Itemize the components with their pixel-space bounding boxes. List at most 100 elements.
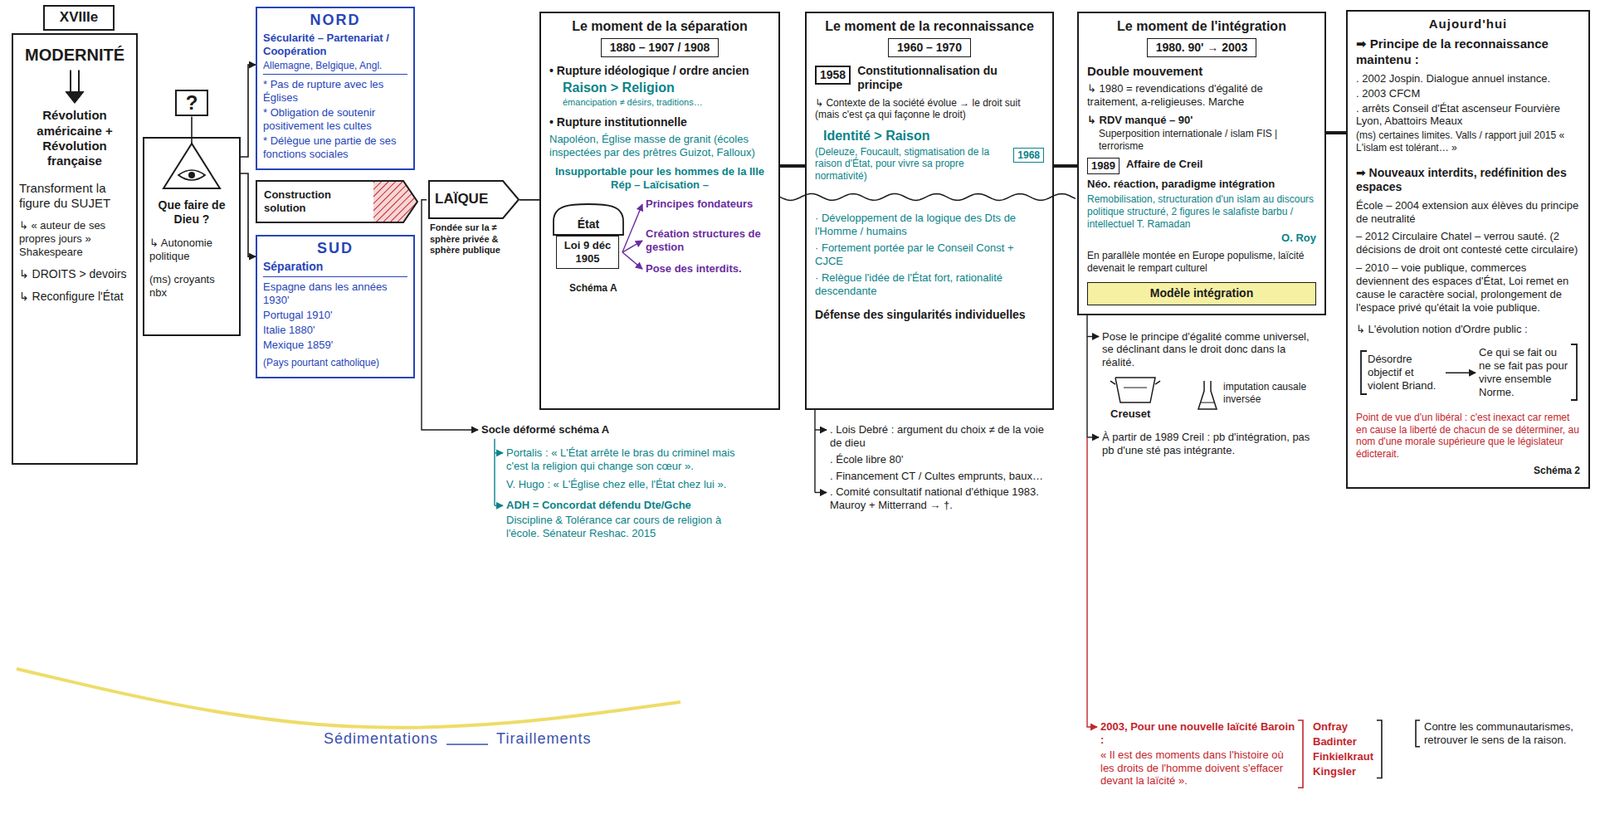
node-text: Le moment de la séparation [549, 18, 771, 35]
connector [240, 173, 256, 257]
node-text: émancipation ≠ désirs, traditions… [562, 97, 771, 108]
node-text: Raison > Religion [562, 79, 771, 97]
node-text: 1960 – 1970 [887, 38, 971, 58]
node-text: (ms) certaines limites. Valls / rapport … [1356, 129, 1581, 154]
question-panel: Que faire de Dieu ? ↳ Autonomie politique… [142, 136, 241, 337]
node-text: ↳ L'évolution notion d'Ordre public : [1356, 322, 1581, 337]
node-text: Napoléon, Église masse de granit (écoles… [549, 132, 771, 160]
node-text: Portugal 1910' [263, 308, 408, 322]
node-text: (Pays pourtant catholique) [263, 356, 408, 370]
node-text: 1989 [1091, 159, 1116, 173]
leader-line [494, 505, 503, 507]
note-label: Sédimentations [323, 730, 439, 749]
node-text: Remobilisation, structuration d'un islam… [1087, 193, 1317, 230]
node-text: (ms) croyants nbx [149, 273, 235, 300]
node-text: NORD [263, 11, 408, 30]
pot-drawing [1155, 380, 1161, 385]
pot-drawing [1123, 387, 1147, 389]
node-text: ↳ Contexte de la société évolue → le dro… [814, 97, 1044, 122]
node-text: Mexique 1859' [263, 338, 408, 352]
node-text: · Développement de la logique des Dts de… [814, 211, 1044, 239]
leader-line [493, 439, 495, 507]
leader-line [814, 429, 827, 430]
bracket-box: Désordre objectif et violent Briand. [1359, 350, 1446, 396]
note-label: « Il est des moments dans l'histoire où … [1100, 748, 1297, 789]
note-label: Kingsler [1312, 765, 1357, 779]
node-text: SUD [263, 239, 408, 259]
connector [780, 164, 805, 168]
bracket-line [1297, 720, 1303, 788]
note-label: V. Hugo : « L'Église chez elle, l'État c… [506, 478, 756, 492]
node-text: · Fortement portée par le Conseil Const … [814, 241, 1044, 269]
node-text: – 2012 Circulaire Chatel – verrou sauté.… [1356, 229, 1581, 257]
decoration-group [16, 69, 1420, 788]
node-text: Que faire de Dieu ? [149, 198, 235, 227]
eye-symbol [178, 170, 205, 181]
node-text: Loi 9 déc 1905 [560, 239, 615, 266]
node-text: • Rupture institutionnelle [549, 115, 771, 130]
node-text: Double mouvement [1087, 63, 1317, 79]
node-text: Espagne dans les années 1930' [263, 280, 408, 308]
note-label: Principes fondateurs [645, 197, 772, 211]
node-text: . 2002 Jospin. Dialogue annuel instance. [1356, 72, 1581, 86]
connector [240, 64, 256, 157]
note-label: Finkielkraut [1312, 750, 1374, 764]
node-text: ↳ RDV manqué – 90' [1087, 113, 1317, 127]
pot-drawing [1115, 377, 1156, 403]
connector [1053, 164, 1078, 168]
leader-line [1086, 315, 1088, 438]
era-box: XVIIIe [43, 4, 115, 31]
note-label: Fondée sur la ≠ sphère privée & sphère p… [429, 222, 520, 256]
dash-line [446, 743, 488, 746]
node-text: ↳ Autonomie politique [149, 236, 235, 264]
year-box: 1958 [814, 65, 851, 85]
node-text: État [556, 217, 621, 232]
double-arrow [78, 69, 80, 93]
note-label: Tiraillements [496, 730, 591, 749]
node-text: ➡ Nouveaux interdits, redéfinition des e… [1356, 165, 1581, 195]
separation-box: Le moment de la séparation 1880 – 1907 / … [539, 11, 781, 410]
leader-line [622, 240, 643, 253]
recognition-box: Le moment de la reconnaissance1960 – 197… [804, 11, 1054, 410]
bracket-line [1415, 720, 1420, 747]
node-text: 1880 – 1907 / 1908 [600, 38, 720, 58]
connector [1445, 371, 1476, 374]
laique-pentagon: LAÏQUE [428, 180, 520, 220]
node-text: Révolution américaine + Révolution franç… [19, 107, 131, 169]
highlight-box: Modèle intégration [1087, 282, 1317, 305]
node-text: ? [178, 92, 205, 114]
note-label: Creuset [1110, 407, 1177, 421]
note-label: Création structures de gestion [645, 227, 772, 254]
node-text: Schéma 2 [1356, 464, 1581, 478]
node-text: Construction solution [263, 188, 369, 215]
note-label: Socle déformé schéma A [481, 423, 664, 437]
node-text: Transforment la figure du SUJET [19, 180, 131, 212]
construction-band: Construction solution [255, 180, 419, 224]
note-label: . Comité consultatif national d'éthique … [829, 485, 1048, 513]
question-link [190, 116, 193, 144]
node-text: Modèle intégration [1092, 286, 1311, 301]
note-label: À partir de 1989 Creil : pb d'intégratio… [1102, 430, 1320, 458]
node-text: 1958 [819, 68, 846, 83]
note-label: . Lois Debré : argument du choix ≠ de la… [829, 423, 1048, 450]
leader-line [622, 204, 643, 253]
question-mark-box: ? [175, 89, 209, 117]
note-label: . Financement CT / Cultes emprunts, baux… [829, 469, 1048, 483]
node-text: MODERNITÉ [19, 44, 131, 65]
flask-drawing [1200, 402, 1215, 404]
node-text: Superposition internationale / islam FIS… [1098, 127, 1317, 152]
arrow-head [65, 91, 84, 103]
node-text: * Pas de rupture avec les Églises [263, 78, 408, 105]
node-text: Schéma A [569, 282, 618, 295]
note-label: 2003, Pour une nouvelle laïcité Baroin : [1100, 720, 1297, 747]
double-arrow [69, 69, 72, 93]
node-text: • Rupture idéologique / ordre ancien [549, 63, 771, 79]
node-text: Sécularité – Partenariat / Coopération [263, 31, 408, 59]
node-text: Ce qui se fait ou ne se fait pas pour vi… [1478, 346, 1571, 399]
node-text: ↳ 1980 = revendications d'égalité de tra… [1087, 82, 1317, 109]
today-box: Aujourd'hui➡ Principe de la reconnaissan… [1346, 9, 1591, 489]
note-label: Discipline & Tolérance car cours de reli… [506, 513, 756, 541]
node-text: Néo. réaction, paradigme intégration [1087, 177, 1317, 191]
note-label: Portalis : « L'État arrête le bras du cr… [506, 446, 756, 474]
node-text: XVIIIe [48, 9, 110, 27]
